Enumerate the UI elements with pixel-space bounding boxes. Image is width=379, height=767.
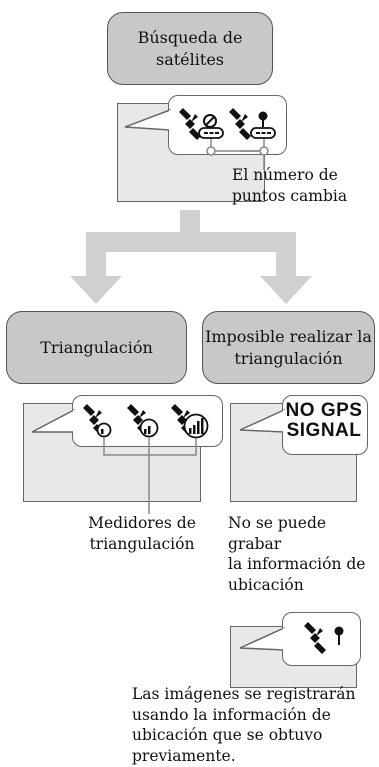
- no-record-line2: la información de: [228, 555, 366, 574]
- search-caption: El número de puntos cambia: [232, 165, 372, 206]
- triangulation-impossible-box: Imposible realizar la triangulación: [202, 311, 375, 384]
- satellite-search-box: Búsqueda de satélites: [107, 12, 273, 85]
- no-gps-bubble: [282, 395, 368, 455]
- previous-location-icons: [304, 622, 344, 654]
- triangulation-bubble-tail: [31, 408, 75, 433]
- search-connector: [206, 139, 269, 170]
- arrow-crossbar: [86, 232, 296, 252]
- search-caption-line1: El número de: [232, 166, 338, 184]
- impossible-line2: triangulación: [234, 348, 343, 368]
- no-gps-line2: SIGNAL: [286, 419, 362, 441]
- satellite-searching-icon: [179, 108, 224, 140]
- satellite-pin-icon: [229, 108, 276, 140]
- prev-caption-line2: usando la información de: [132, 705, 331, 724]
- no-record-line3: ubicación: [228, 575, 304, 594]
- meter-caption: Medidores de triangulación: [62, 513, 222, 554]
- arrow-left-stem: [86, 232, 106, 276]
- search-bubble-tail: [124, 108, 171, 131]
- satellite-weak-icon: [83, 404, 112, 438]
- satellite-strong-icon: [171, 404, 209, 439]
- arrow-right-stem: [276, 232, 296, 276]
- meter-caption-line1: Medidores de: [88, 514, 196, 532]
- prev-caption-line1: Las imágenes se registrarán: [132, 685, 356, 703]
- triangulation-label: Triangulación: [40, 337, 153, 357]
- meter-caption-line2: triangulación: [89, 534, 195, 553]
- satellite-search-label: Búsqueda de satélites: [137, 27, 243, 69]
- no-gps-signal-text: NO GPS SIGNAL: [282, 401, 366, 441]
- satellite-medium-icon: [127, 404, 159, 438]
- prev-caption-line4: previamente.: [132, 746, 236, 765]
- triangulation-box: Triangulación: [6, 311, 187, 384]
- previous-location-caption: Las imágenes se registrarán usando la in…: [132, 684, 372, 766]
- no-record-caption: No se puede grabar la información de ubi…: [228, 513, 378, 595]
- impossible-line1: Imposible realizar la: [205, 326, 372, 346]
- previous-location-bubble: [282, 612, 361, 666]
- no-gps-bubble-tail: [239, 408, 285, 433]
- arrow-right-head: [260, 276, 312, 304]
- no-record-line1: No se puede grabar: [228, 514, 327, 553]
- arrow-left-head: [70, 276, 122, 304]
- meter-connector: [103, 437, 197, 514]
- search-caption-line2: puntos cambia: [232, 186, 348, 205]
- no-gps-line1: NO GPS: [285, 400, 363, 421]
- previous-bubble-tail: [239, 626, 285, 651]
- prev-caption-line3: ubicación que se obtuvo: [132, 726, 323, 745]
